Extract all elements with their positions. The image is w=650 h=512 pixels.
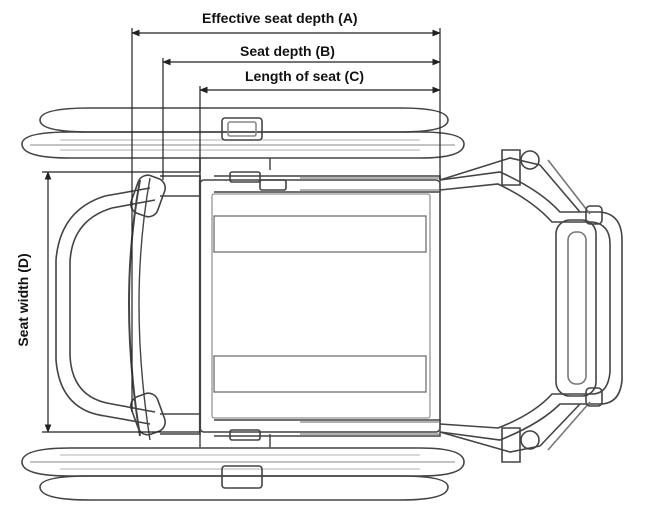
front-frame [439, 149, 623, 463]
effective-seat-depth-label: Effective seat depth (A) [202, 10, 358, 26]
top-wheel [21, 107, 465, 172]
bottom-wheel [21, 432, 465, 501]
seat-width-label: Seat width (D) [15, 253, 31, 347]
seat-depth-label: Seat depth (B) [240, 43, 335, 59]
dimension-lines [42, 28, 441, 433]
length-of-seat-label: Length of seat (C) [245, 68, 364, 84]
rear-frame [55, 174, 201, 441]
seat [198, 171, 441, 441]
seat-width-label-wrap: Seat width (D) [0, 250, 46, 350]
